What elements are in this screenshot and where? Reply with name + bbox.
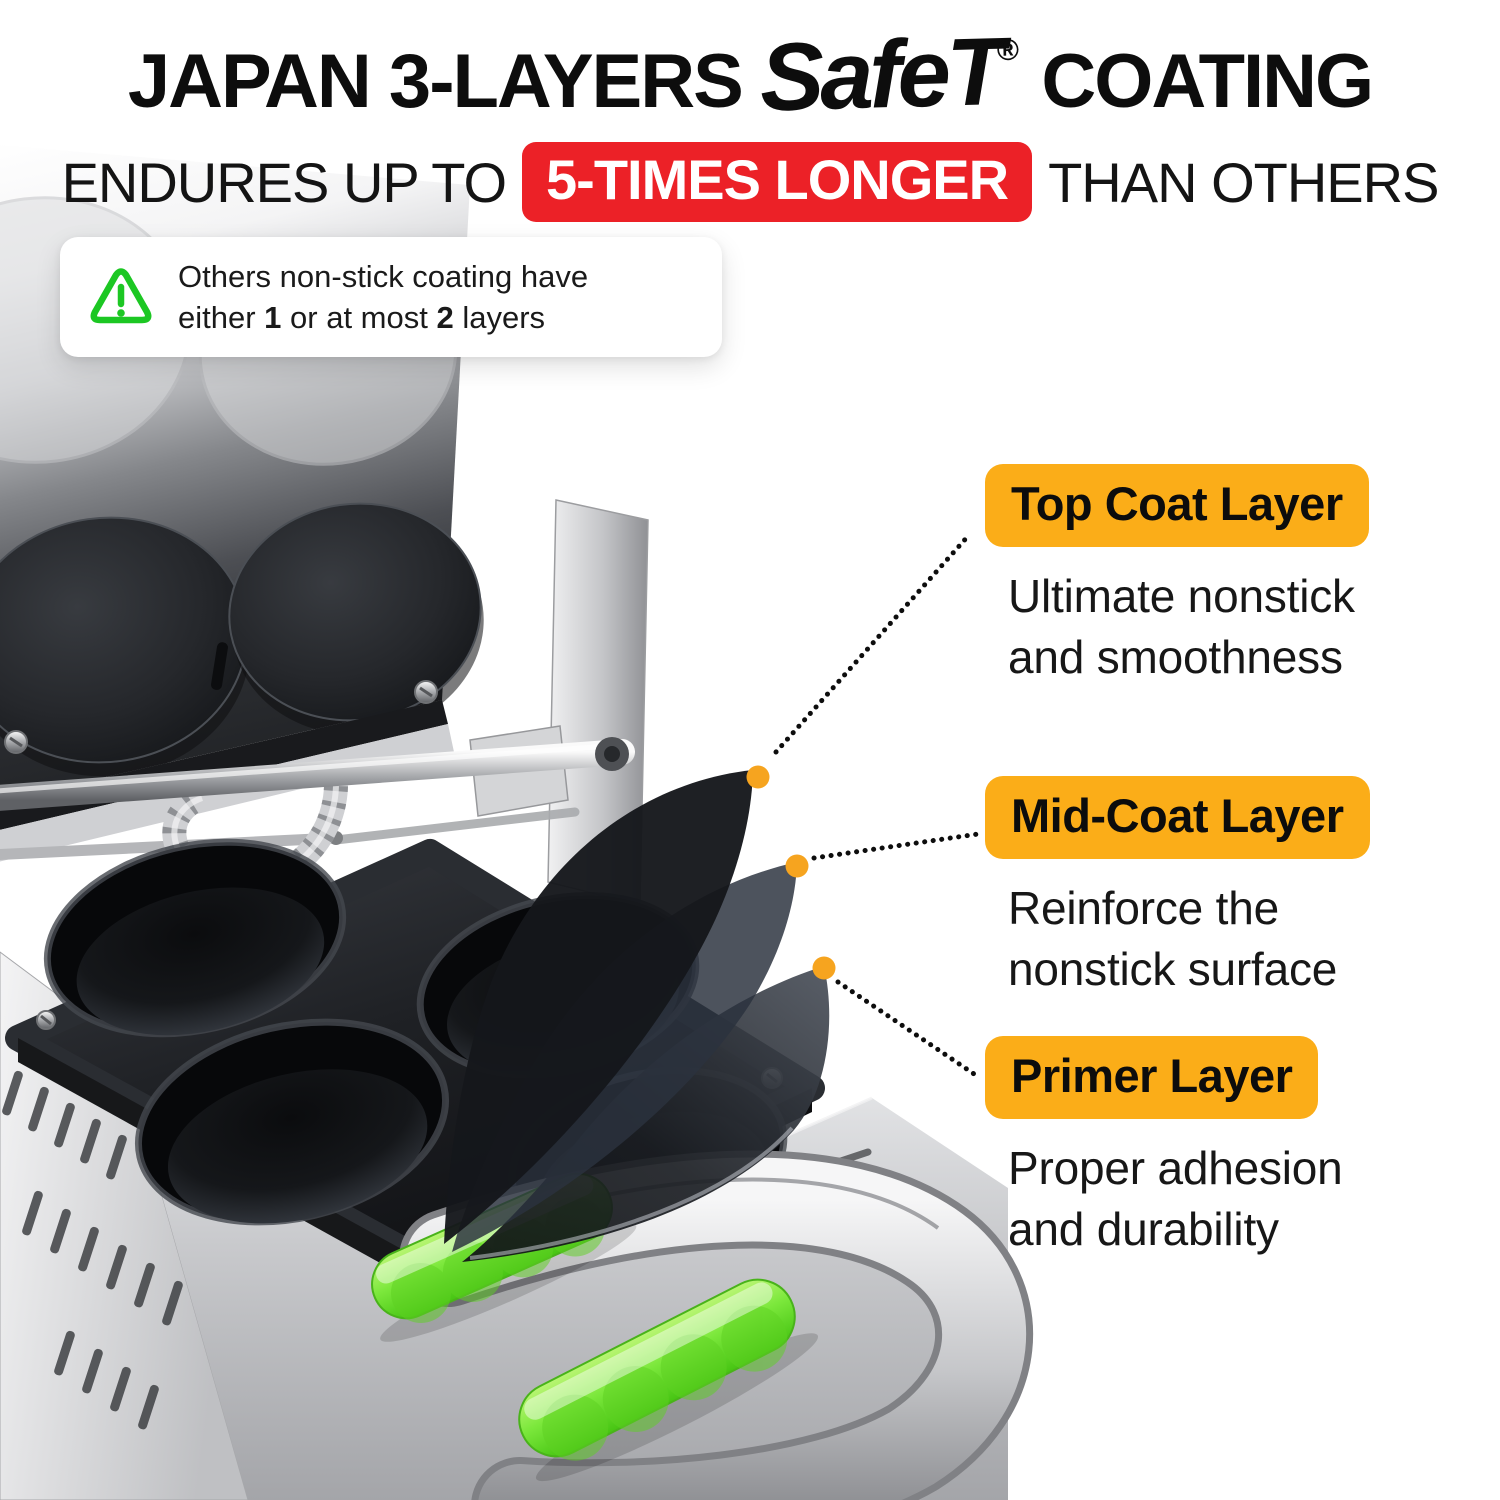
callout-dotted-line-top <box>773 532 972 755</box>
coating-layer-petal-top <box>444 770 753 1244</box>
lid-mold-disc <box>0 502 484 777</box>
warning-card: Others non-stick coating have either 1 o… <box>60 237 722 357</box>
callout-dot-mid <box>785 854 809 878</box>
silicone-grip <box>518 1278 819 1482</box>
lid-slot <box>211 642 228 690</box>
callout-desc-mid-coat: Reinforce the nonstick surface <box>1008 878 1337 1000</box>
highlight-badge: 5-TIMES LONGER <box>522 142 1033 222</box>
callout-desc-top-coat: Ultimate nonstick and smoothness <box>1008 566 1355 688</box>
callout-dotted-line-mid <box>811 831 981 861</box>
hinge-rod-link <box>331 807 580 845</box>
callout-desc-line: Ultimate nonstick <box>1008 570 1355 622</box>
title-prefix: JAPAN 3-LAYERS <box>127 39 744 124</box>
screw <box>36 1010 56 1030</box>
registered-mark: ® <box>996 33 1020 68</box>
hinge-rod-rear <box>0 832 342 861</box>
callout-desc-line: Proper adhesion <box>1008 1142 1343 1194</box>
callout-dot-primer <box>812 956 836 980</box>
subtitle-pre: ENDURES UP TO <box>61 150 507 214</box>
base-cavity <box>134 1018 450 1226</box>
callout-desc-line: Reinforce the <box>1008 882 1279 934</box>
warning-text: Others non-stick coating have either 1 o… <box>178 256 588 338</box>
subtitle: ENDURES UP TO 5-TIMES LONGER THAN OTHERS <box>0 142 1500 222</box>
screw <box>414 680 438 704</box>
brand-name: SafeT® <box>758 18 1020 132</box>
callout-desc-line: and smoothness <box>1008 631 1343 683</box>
title-suffix: COATING <box>1041 39 1374 124</box>
hinge-assembly <box>0 725 635 894</box>
callout-label-mid-coat: Mid-Coat Layer <box>985 776 1370 859</box>
vent-slits <box>2 1070 183 1430</box>
screw <box>4 730 28 754</box>
callout-dotted-line-primer <box>835 979 983 1081</box>
callout-desc-line: and durability <box>1008 1203 1279 1255</box>
callout-desc-line: nonstick surface <box>1008 943 1338 995</box>
base-cavity <box>43 838 347 1038</box>
callout-desc-primer: Proper adhesion and durability <box>1008 1138 1343 1260</box>
warning-triangle-icon <box>90 268 152 324</box>
subtitle-post: THAN OTHERS <box>1048 150 1439 214</box>
hinge-bar <box>0 739 635 811</box>
warning-line2: either 1 or at most 2 layers <box>178 300 546 335</box>
callout-label-top-coat: Top Coat Layer <box>985 464 1369 547</box>
warning-line1: Others non-stick coating have <box>178 259 589 294</box>
callout-label-primer: Primer Layer <box>985 1036 1319 1119</box>
callout-dot-top <box>746 765 770 789</box>
